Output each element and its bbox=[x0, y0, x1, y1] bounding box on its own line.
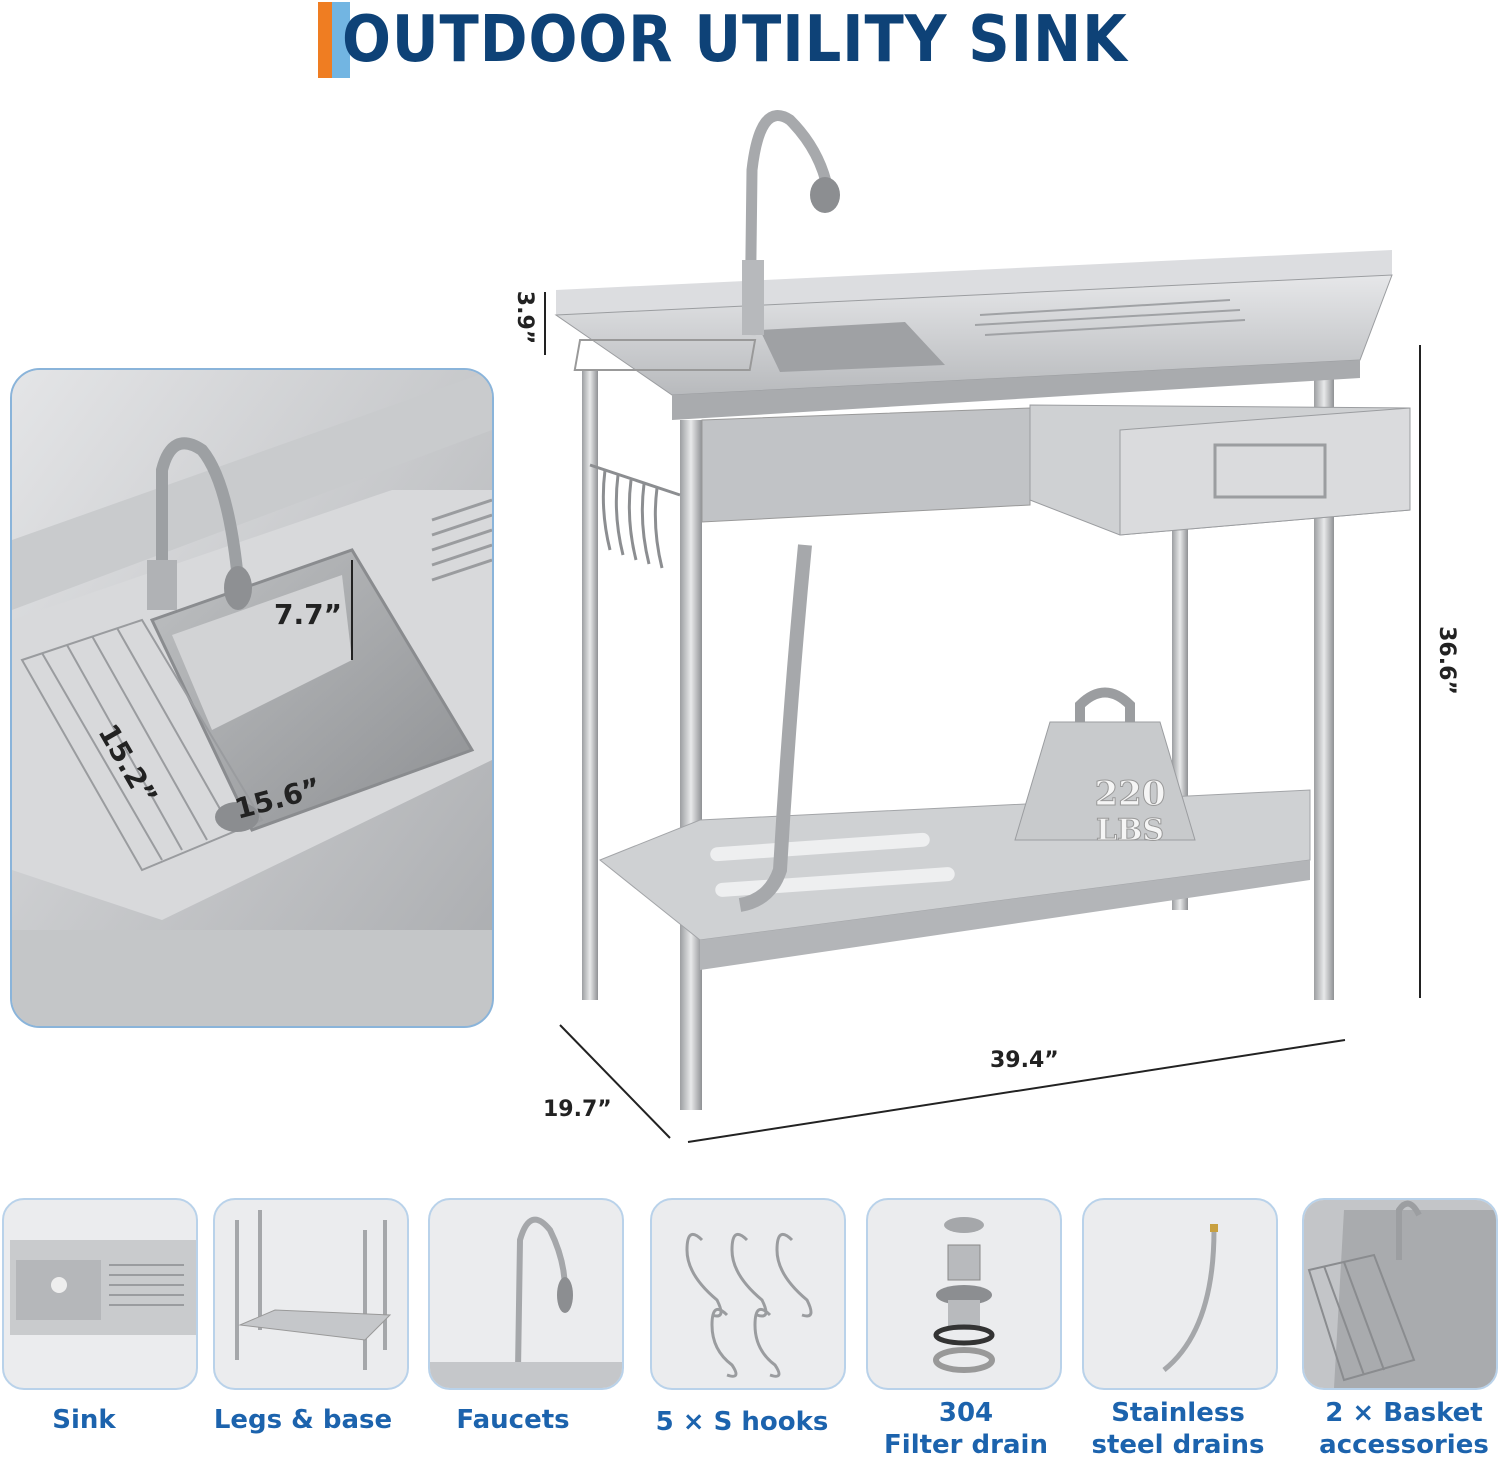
backsplash-height-label: 3.9” bbox=[512, 290, 538, 345]
component-card-drain-hose bbox=[1082, 1198, 1278, 1390]
faucet-icon bbox=[430, 1216, 622, 1388]
component-card-basket bbox=[1302, 1198, 1498, 1390]
component-card-sink bbox=[2, 1198, 198, 1390]
component-label-sink: Sink bbox=[52, 1405, 116, 1435]
weight-unit: LBS bbox=[1096, 813, 1164, 848]
width-label: 39.4” bbox=[990, 1048, 1059, 1073]
component-card-filter-drain bbox=[866, 1198, 1062, 1390]
component-label-legs: Legs & base bbox=[213, 1405, 393, 1435]
sink-closeup-panel: 7.7” 15.2” 15.6” bbox=[10, 368, 494, 1028]
component-label-faucets: Faucets bbox=[456, 1405, 570, 1435]
basket-accessory-icon bbox=[1304, 1200, 1496, 1388]
sink-closeup-illustration bbox=[12, 370, 492, 1026]
sink-product-illustration: 220 LBS bbox=[544, 110, 1421, 1143]
bowl-depth-label: 7.7” bbox=[274, 598, 343, 631]
component-card-hooks bbox=[650, 1198, 846, 1390]
drain-hose-icon bbox=[1162, 1224, 1218, 1372]
s-hooks-icon bbox=[685, 1232, 813, 1378]
page-title: OUTDOOR UTILITY SINK bbox=[318, 2, 1215, 78]
total-height-label: 36.6” bbox=[1433, 626, 1459, 695]
component-card-legs bbox=[213, 1198, 409, 1390]
title-text: OUTDOOR UTILITY SINK bbox=[342, 3, 1128, 77]
depth-label: 19.7” bbox=[543, 1097, 612, 1122]
weight-number: 220 bbox=[1095, 774, 1166, 814]
filter-drain-icon bbox=[933, 1217, 995, 1373]
sink-top-icon bbox=[10, 1240, 196, 1335]
accent-bar-orange bbox=[318, 2, 332, 78]
legs-base-icon bbox=[235, 1210, 392, 1370]
component-label-hooks: 5 × S hooks bbox=[655, 1407, 829, 1437]
component-card-faucet bbox=[428, 1198, 624, 1390]
accent-bar-blue bbox=[332, 2, 350, 78]
